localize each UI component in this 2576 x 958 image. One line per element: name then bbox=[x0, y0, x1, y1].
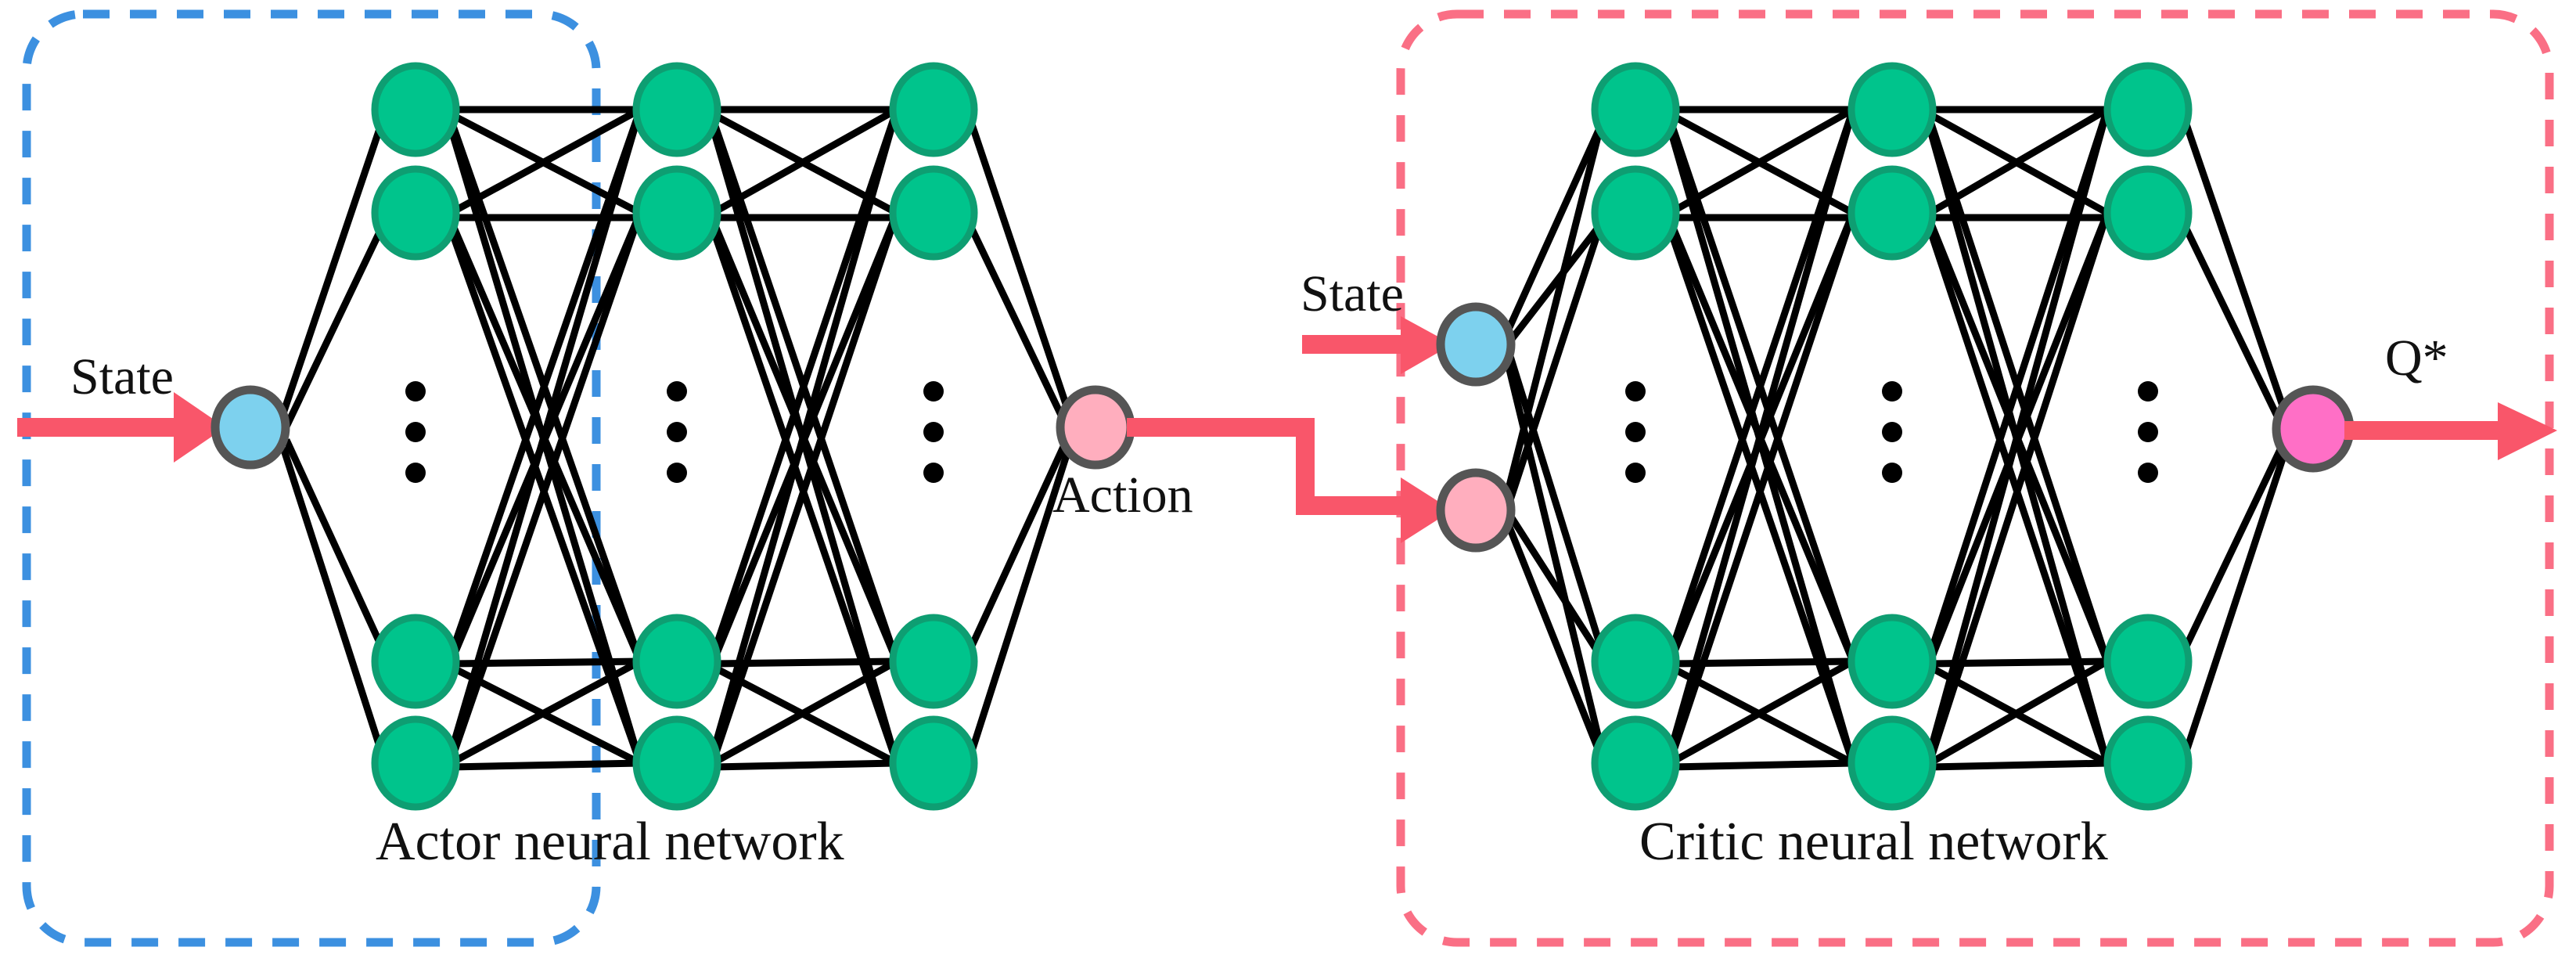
actor-state-label: State bbox=[70, 348, 174, 405]
actor-edges-l1-to-l2 bbox=[447, 106, 644, 771]
ellipsis-dot bbox=[1625, 463, 1646, 483]
hidden-node bbox=[1591, 614, 1680, 709]
critic-network-title: Critic neural network bbox=[1639, 812, 2108, 872]
ellipsis-dot bbox=[405, 422, 426, 442]
hidden-node bbox=[1847, 715, 1937, 811]
ellipsis-dot bbox=[2138, 422, 2158, 442]
ellipsis-dot bbox=[2138, 381, 2158, 402]
action-elbow-connector bbox=[1127, 418, 1452, 543]
hidden-node bbox=[2103, 165, 2193, 261]
state-to-actor-arrow bbox=[17, 392, 225, 463]
hidden-node bbox=[1591, 165, 1680, 261]
critic-state-label: State bbox=[1301, 265, 1404, 322]
actor-layer-ellipsis-dots bbox=[405, 381, 944, 483]
hidden-node bbox=[632, 614, 721, 709]
critic-edges-l2-to-l3 bbox=[1926, 106, 2111, 771]
ellipsis-dot bbox=[667, 381, 687, 402]
ellipsis-dot bbox=[1625, 422, 1646, 442]
critic-action-input-node bbox=[1436, 468, 1516, 553]
actor-action-output-node bbox=[1056, 385, 1135, 470]
hidden-node bbox=[1847, 165, 1937, 261]
ellipsis-dot bbox=[1625, 381, 1646, 402]
ellipsis-dot bbox=[923, 463, 944, 483]
hidden-node bbox=[1591, 62, 1680, 157]
critic-qstar-output-node bbox=[2272, 385, 2355, 473]
hidden-node bbox=[889, 165, 978, 261]
hidden-node bbox=[632, 62, 721, 157]
hidden-node bbox=[889, 62, 978, 157]
ellipsis-dot bbox=[667, 463, 687, 483]
ellipsis-dot bbox=[923, 422, 944, 442]
hidden-node bbox=[1847, 62, 1937, 157]
critic-edges-l3-to-output bbox=[2178, 118, 2290, 758]
state-to-critic-arrow bbox=[1302, 316, 1452, 374]
actor-network-title: Actor neural network bbox=[376, 812, 844, 872]
hidden-node bbox=[889, 614, 978, 709]
critic-layer-ellipsis-dots bbox=[1625, 381, 2158, 483]
hidden-node bbox=[632, 715, 721, 811]
critic-hidden-nodes bbox=[1591, 62, 2193, 811]
hidden-node bbox=[371, 715, 460, 811]
hidden-node bbox=[889, 715, 978, 811]
qstar-output-arrow bbox=[2344, 402, 2557, 460]
critic-qstar-label: Q* bbox=[2385, 330, 2448, 387]
ellipsis-dot bbox=[1882, 381, 1902, 402]
hidden-node bbox=[2103, 715, 2193, 811]
hidden-node bbox=[371, 165, 460, 261]
actor-state-input-node bbox=[210, 385, 290, 470]
ellipsis-dot bbox=[667, 422, 687, 442]
ellipsis-dot bbox=[2138, 463, 2158, 483]
hidden-node bbox=[1591, 715, 1680, 811]
hidden-node bbox=[371, 614, 460, 709]
actor-edges-l3-to-output bbox=[964, 118, 1073, 758]
critic-container-border bbox=[1396, 9, 2554, 947]
critic-edges-l1-to-l2 bbox=[1666, 106, 1857, 771]
critic-edges-input-to-l1 bbox=[1503, 113, 1607, 764]
ellipsis-dot bbox=[923, 381, 944, 402]
ellipsis-dot bbox=[1882, 422, 1902, 442]
hidden-node bbox=[2103, 62, 2193, 157]
actor-edges-l2-to-l3 bbox=[709, 106, 901, 771]
hidden-node bbox=[1847, 614, 1937, 709]
hidden-node bbox=[371, 62, 460, 157]
critic-state-input-node bbox=[1436, 302, 1516, 387]
ellipsis-dot bbox=[405, 381, 426, 402]
actor-container-border bbox=[22, 9, 601, 947]
actor-edges-input-to-l1 bbox=[279, 118, 389, 758]
ellipsis-dot bbox=[405, 463, 426, 483]
hidden-node bbox=[632, 165, 721, 261]
actor-hidden-nodes bbox=[371, 62, 978, 811]
ellipsis-dot bbox=[1882, 463, 1902, 483]
hidden-node bbox=[2103, 614, 2193, 709]
actor-action-label: Action bbox=[1052, 466, 1193, 524]
